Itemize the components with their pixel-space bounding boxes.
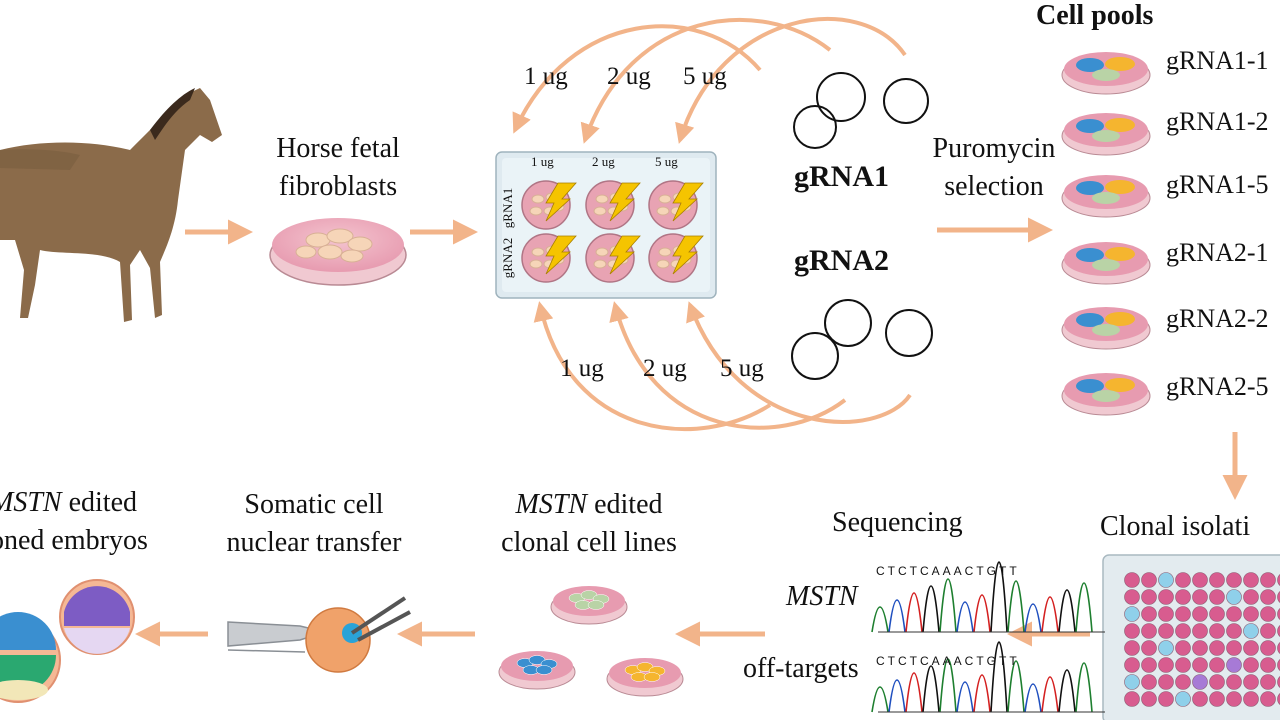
lightning-bolt-icon — [609, 235, 641, 275]
arrows — [135, 217, 1248, 647]
plate-col-3: 5 ug — [655, 154, 678, 169]
plate-col-2: 2 ug — [592, 154, 615, 169]
scnt-line-2: nuclear transfer — [226, 527, 402, 558]
embryos-label: MSTN edited oned embryos — [0, 484, 148, 560]
horse-illustration — [0, 88, 222, 322]
pool-label-4: gRNA2-1 — [1166, 238, 1269, 267]
cell-pools-title: Cell pools — [1036, 0, 1154, 31]
bottom-dose-2: 2 ug — [643, 355, 687, 382]
top-dose-3: 5 ug — [683, 63, 727, 90]
plasmid-icon — [793, 105, 837, 149]
plate-row-2: gRNA2 — [500, 237, 516, 279]
embryos-rest: edited — [61, 487, 137, 518]
plate-row-1: gRNA1 — [500, 187, 516, 229]
chromatogram-off-targets — [871, 641, 1105, 713]
puromycin-line-1: Puromycin — [932, 133, 1056, 164]
edited-lines-gene: MSTN — [515, 489, 588, 520]
grna2-label: gRNA2 — [794, 244, 889, 277]
sequencing-label: Sequencing — [832, 507, 963, 538]
edited-lines-rest: edited — [587, 489, 663, 520]
scnt-line-1: Somatic cell — [244, 489, 384, 520]
plasmid-icon — [791, 332, 839, 380]
plasmid-icon — [885, 309, 933, 357]
clonal-isolation-label: Clonal isolati — [1100, 511, 1251, 542]
pool-label-2: gRNA1-2 — [1166, 107, 1269, 136]
edited-lines-line-2: clonal cell lines — [501, 527, 677, 558]
plasmids — [791, 72, 933, 380]
fibroblasts-label: Horse fetal fibroblasts — [250, 130, 426, 206]
fibroblast-dish — [269, 218, 407, 286]
pool-label-3: gRNA1-5 — [1166, 170, 1269, 199]
lightning-bolt-icon — [672, 235, 704, 275]
fibroblasts-line-2: fibroblasts — [278, 171, 398, 202]
puromycin-label: Puromycin selection — [920, 130, 1068, 206]
embryos-gene: MSTN — [0, 487, 62, 518]
puromycin-line-2: selection — [944, 171, 1044, 202]
top-dose-1: 1 ug — [524, 63, 568, 90]
clonal-dishes — [498, 586, 684, 697]
plate-col-1: 1 ug — [531, 154, 554, 169]
chromatogram-mstn — [871, 561, 1105, 633]
ninety-six-well-plate — [1102, 554, 1280, 720]
top-dose-2: 2 ug — [607, 63, 651, 90]
seq-text-1: CTCTCAAACTGTT — [876, 564, 1020, 578]
fibroblasts-line-1: Horse fetal — [276, 133, 400, 164]
six-well-plate — [495, 151, 717, 299]
grna1-label: gRNA1 — [794, 160, 889, 193]
mstn-seq-label: MSTN — [786, 581, 858, 612]
bottom-dose-1: 1 ug — [560, 355, 604, 382]
plasmid-icon — [883, 78, 929, 124]
lightning-bolt-icon — [545, 182, 577, 222]
plasmid-icon — [816, 72, 866, 122]
embryos-line-2: oned embryos — [0, 525, 148, 556]
embryo-illustrations — [0, 579, 135, 703]
plasmid-icon — [824, 299, 872, 347]
cell-pool-dishes — [1061, 52, 1151, 416]
pool-label-5: gRNA2-2 — [1166, 304, 1269, 333]
lightning-bolt-icon — [672, 182, 704, 222]
lightning-bolt-icon — [609, 182, 641, 222]
edited-lines-label: MSTN edited clonal cell lines — [484, 486, 694, 562]
bottom-curved-arrows — [533, 301, 912, 431]
lightning-bolt-icon — [545, 235, 577, 275]
top-curved-arrows — [512, 17, 907, 144]
seq-text-2: CTCTCAAACTGTT — [876, 654, 1020, 668]
scnt-illustration — [227, 596, 411, 673]
off-targets-label: off-targets — [743, 653, 859, 684]
bottom-dose-3: 5 ug — [720, 355, 764, 382]
scnt-label: Somatic cell nuclear transfer — [205, 486, 423, 562]
pool-label-6: gRNA2-5 — [1166, 372, 1269, 401]
pool-label-1: gRNA1-1 — [1166, 46, 1269, 75]
